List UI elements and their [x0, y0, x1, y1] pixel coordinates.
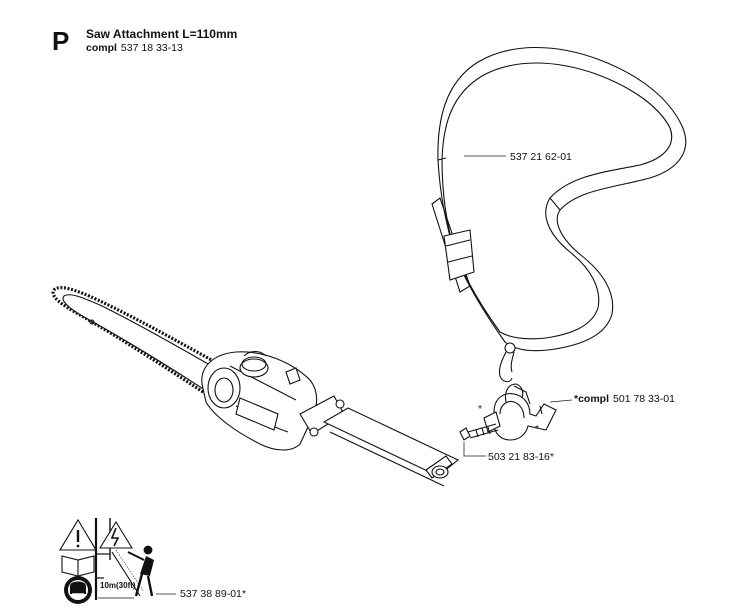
- label-strap: 537 21 62-01: [510, 151, 572, 163]
- electric-hazard-icon: [99, 520, 133, 549]
- compl-word: compl: [86, 42, 117, 54]
- decal-distance-text: 10m(30ft): [100, 581, 136, 590]
- asterisk-clamp-left: *: [478, 403, 482, 415]
- compl-number: 537 18 33-13: [121, 42, 183, 54]
- asterisk-clamp-right: *: [535, 423, 539, 435]
- label-screw: 503 21 83-16*: [488, 451, 554, 463]
- operator-figure-icon: [127, 545, 154, 597]
- clamp-assembly: [459, 383, 573, 457]
- label-clamp: *compl 501 78 33-01: [574, 393, 675, 405]
- section-letter: P: [52, 26, 69, 56]
- saw-attachment: [51, 286, 460, 487]
- harness-strap: [431, 46, 687, 383]
- warning-decal: 10m(30ft): [59, 518, 176, 604]
- clamp-number: 501 78 33-01: [613, 393, 675, 405]
- label-decal: 537 38 89-01*: [180, 588, 246, 600]
- clamp-compl-prefix: *compl: [574, 393, 609, 405]
- assembly-compl-number: compl 537 18 33-13: [86, 42, 183, 54]
- protective-gear-icon: [64, 576, 92, 604]
- assembly-title: Saw Attachment L=110mm: [86, 27, 237, 41]
- manual-book-icon: [61, 555, 95, 577]
